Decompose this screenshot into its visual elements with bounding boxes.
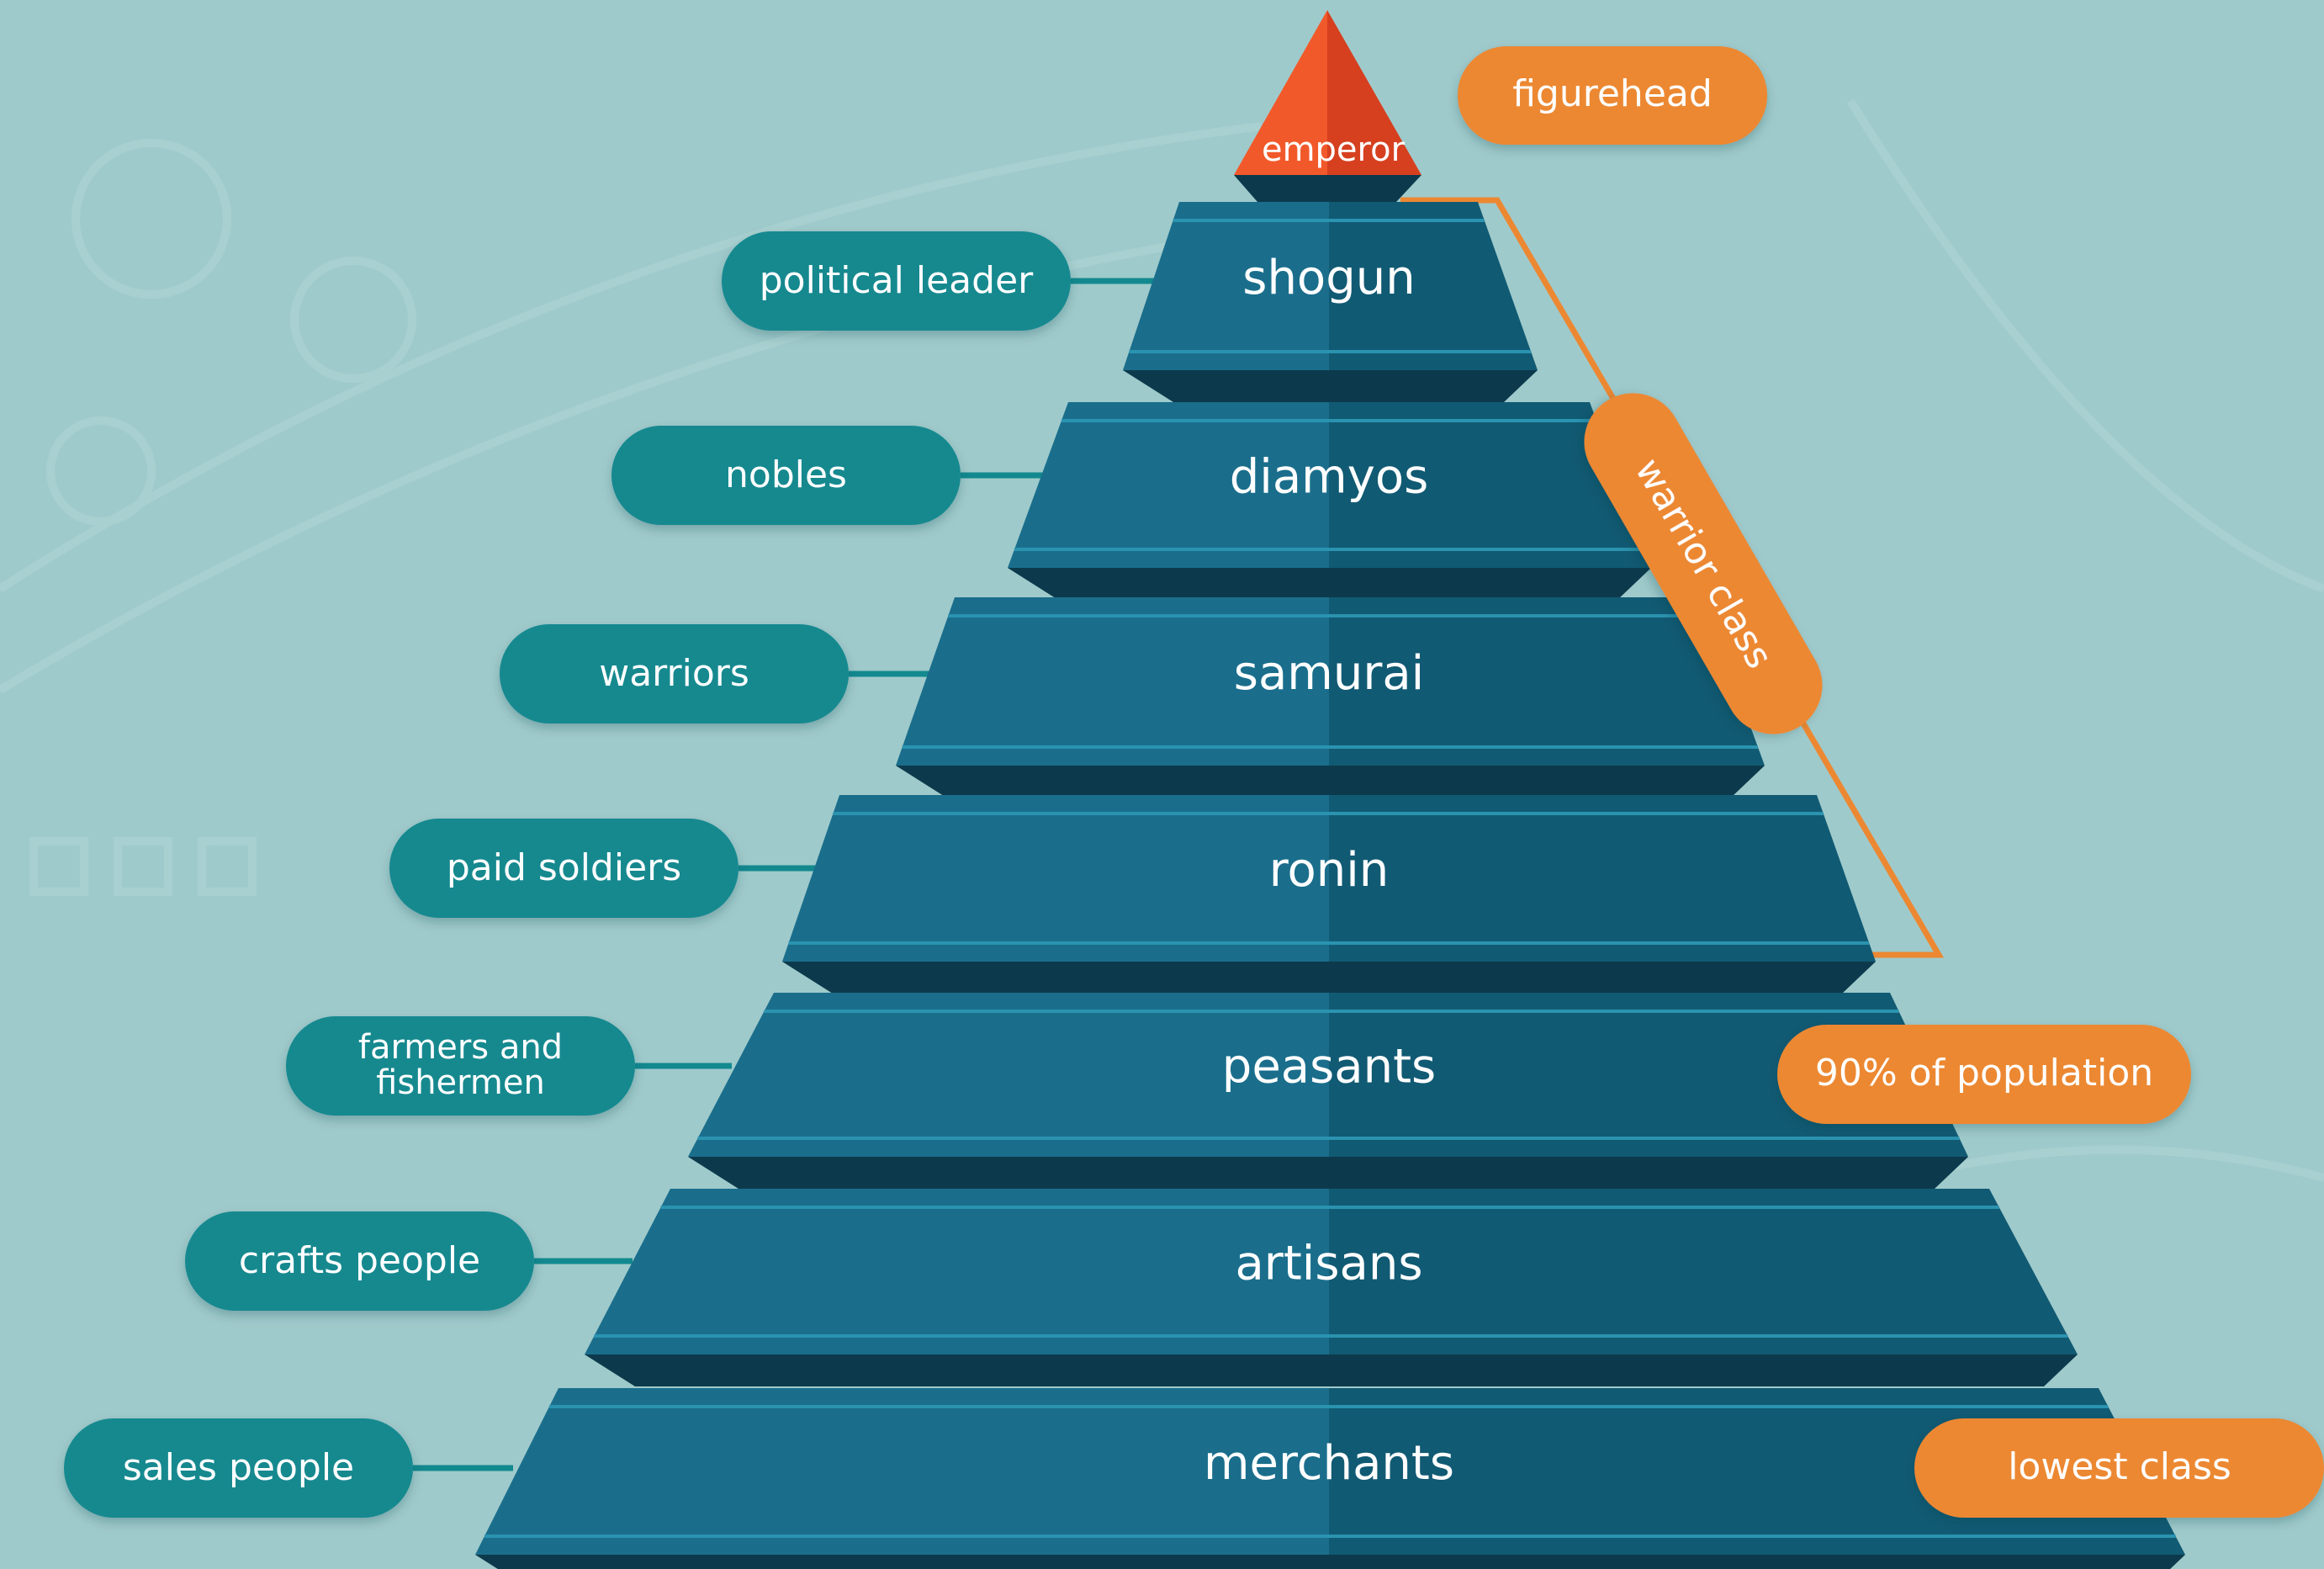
tier-diamyos: diamyos xyxy=(1008,402,1651,600)
note-pill-bg xyxy=(722,231,1071,331)
tier-label: peasants xyxy=(1222,1040,1436,1095)
population-label: 90% of population xyxy=(1815,1052,2153,1095)
tier-label: artisans xyxy=(1235,1237,1422,1291)
note-pill-bg xyxy=(611,426,961,525)
tier-shogun: shogun xyxy=(1123,202,1538,402)
note-pill: crafts people xyxy=(185,1211,534,1311)
tier-left-half xyxy=(475,1388,1329,1555)
tier-left-half xyxy=(1008,402,1329,568)
tier-ronin: ronin xyxy=(782,795,1876,994)
tier-left-half xyxy=(585,1189,1329,1354)
lowest-class-label: lowest class xyxy=(2008,1445,2231,1488)
note-pill-label: paid soldiers xyxy=(447,846,681,889)
tier-shadow xyxy=(1123,370,1538,402)
tier-left-half xyxy=(896,597,1329,766)
tier-left-half xyxy=(688,993,1329,1157)
note-pill: warriors xyxy=(500,624,849,724)
figurehead-pill: figurehead xyxy=(1458,46,1767,145)
left-annotations: political leader nobles warriors paid soldi… xyxy=(64,231,1071,1518)
note-pill: paid soldiers xyxy=(389,819,738,918)
tier-right-half xyxy=(1329,795,1876,962)
note-pill-label: crafts people xyxy=(239,1239,480,1282)
apex-tier: emperor xyxy=(1234,10,1421,202)
tier-label: samurai xyxy=(1234,646,1424,701)
apex-right-half xyxy=(1327,10,1421,175)
tier-right-half xyxy=(1329,597,1765,766)
note-pill-bg xyxy=(64,1418,413,1518)
tier-label: shogun xyxy=(1242,251,1415,305)
population-pill: 90% of population xyxy=(1777,1025,2191,1124)
note-pill-label: farmers and xyxy=(358,1028,563,1067)
note-pill: nobles xyxy=(611,426,961,525)
note-pill-label: fishermen xyxy=(376,1063,545,1102)
note-pill: sales people xyxy=(64,1418,413,1518)
tier-shadow xyxy=(1008,568,1651,600)
figurehead-label: figurehead xyxy=(1512,72,1713,115)
tier-shadow xyxy=(585,1354,2078,1386)
note-pill-bg xyxy=(185,1211,534,1311)
tier-label: ronin xyxy=(1269,843,1390,898)
note-pill-label: sales people xyxy=(123,1446,354,1489)
apex-shadow xyxy=(1234,175,1421,202)
tier-artisans: artisans xyxy=(585,1189,2078,1386)
background-texture xyxy=(0,98,2324,1266)
lowest-class-pill: lowest class xyxy=(1914,1418,2324,1518)
tier-shadow xyxy=(782,962,1876,994)
note-pill: political leader xyxy=(722,231,1071,331)
tier-label: merchants xyxy=(1204,1436,1454,1491)
note-pill-label: nobles xyxy=(725,453,847,496)
tier-left-half xyxy=(782,795,1329,962)
tier-shadow xyxy=(688,1157,1968,1189)
tier-samurai: samurai xyxy=(896,597,1765,798)
tier-shadow xyxy=(475,1555,2185,1569)
note-pill-bg xyxy=(389,819,738,918)
tier-peasants: peasants xyxy=(688,993,1968,1189)
tier-left-half xyxy=(1123,202,1329,370)
note-pill-bg xyxy=(500,624,849,724)
tier-right-half xyxy=(1329,1189,2078,1354)
note-pill-label: political leader xyxy=(760,259,1034,302)
note-pill-label: warriors xyxy=(599,652,749,695)
tier-shadow xyxy=(896,766,1765,798)
apex-label: emperor xyxy=(1262,130,1406,169)
apex-left-half xyxy=(1234,10,1327,175)
tier-right-half xyxy=(1329,402,1651,568)
tier-label: diamyos xyxy=(1230,450,1429,505)
note-pill-bg xyxy=(286,1016,635,1116)
tier-right-half xyxy=(1329,202,1538,370)
